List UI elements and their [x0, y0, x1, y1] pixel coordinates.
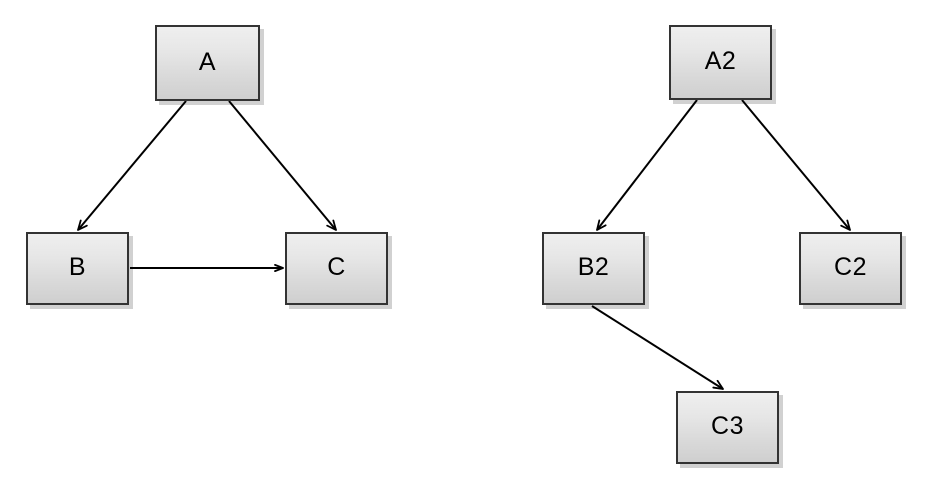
edge-b2-to-c3: [591, 305, 724, 390]
node-a2-label: A2: [704, 47, 737, 75]
node-c2-label: C2: [834, 253, 867, 281]
edge-a-to-c: [228, 100, 337, 231]
node-b2-label: B2: [577, 253, 610, 281]
edge-a2-to-c2: [741, 99, 851, 231]
node-a[interactable]: A: [155, 25, 260, 101]
edge-a-to-b: [77, 100, 187, 231]
node-b2[interactable]: B2: [542, 232, 645, 305]
edge-a2-to-b2: [596, 99, 698, 231]
node-c3-label: C3: [711, 412, 744, 440]
node-c-label: C: [327, 253, 346, 281]
node-b[interactable]: B: [26, 232, 129, 305]
node-c3[interactable]: C3: [676, 391, 779, 464]
node-a-label: A: [198, 47, 217, 76]
node-c[interactable]: C: [285, 232, 388, 305]
node-b-label: B: [68, 253, 87, 281]
node-c2[interactable]: C2: [799, 232, 902, 305]
node-a2[interactable]: A2: [669, 25, 772, 100]
